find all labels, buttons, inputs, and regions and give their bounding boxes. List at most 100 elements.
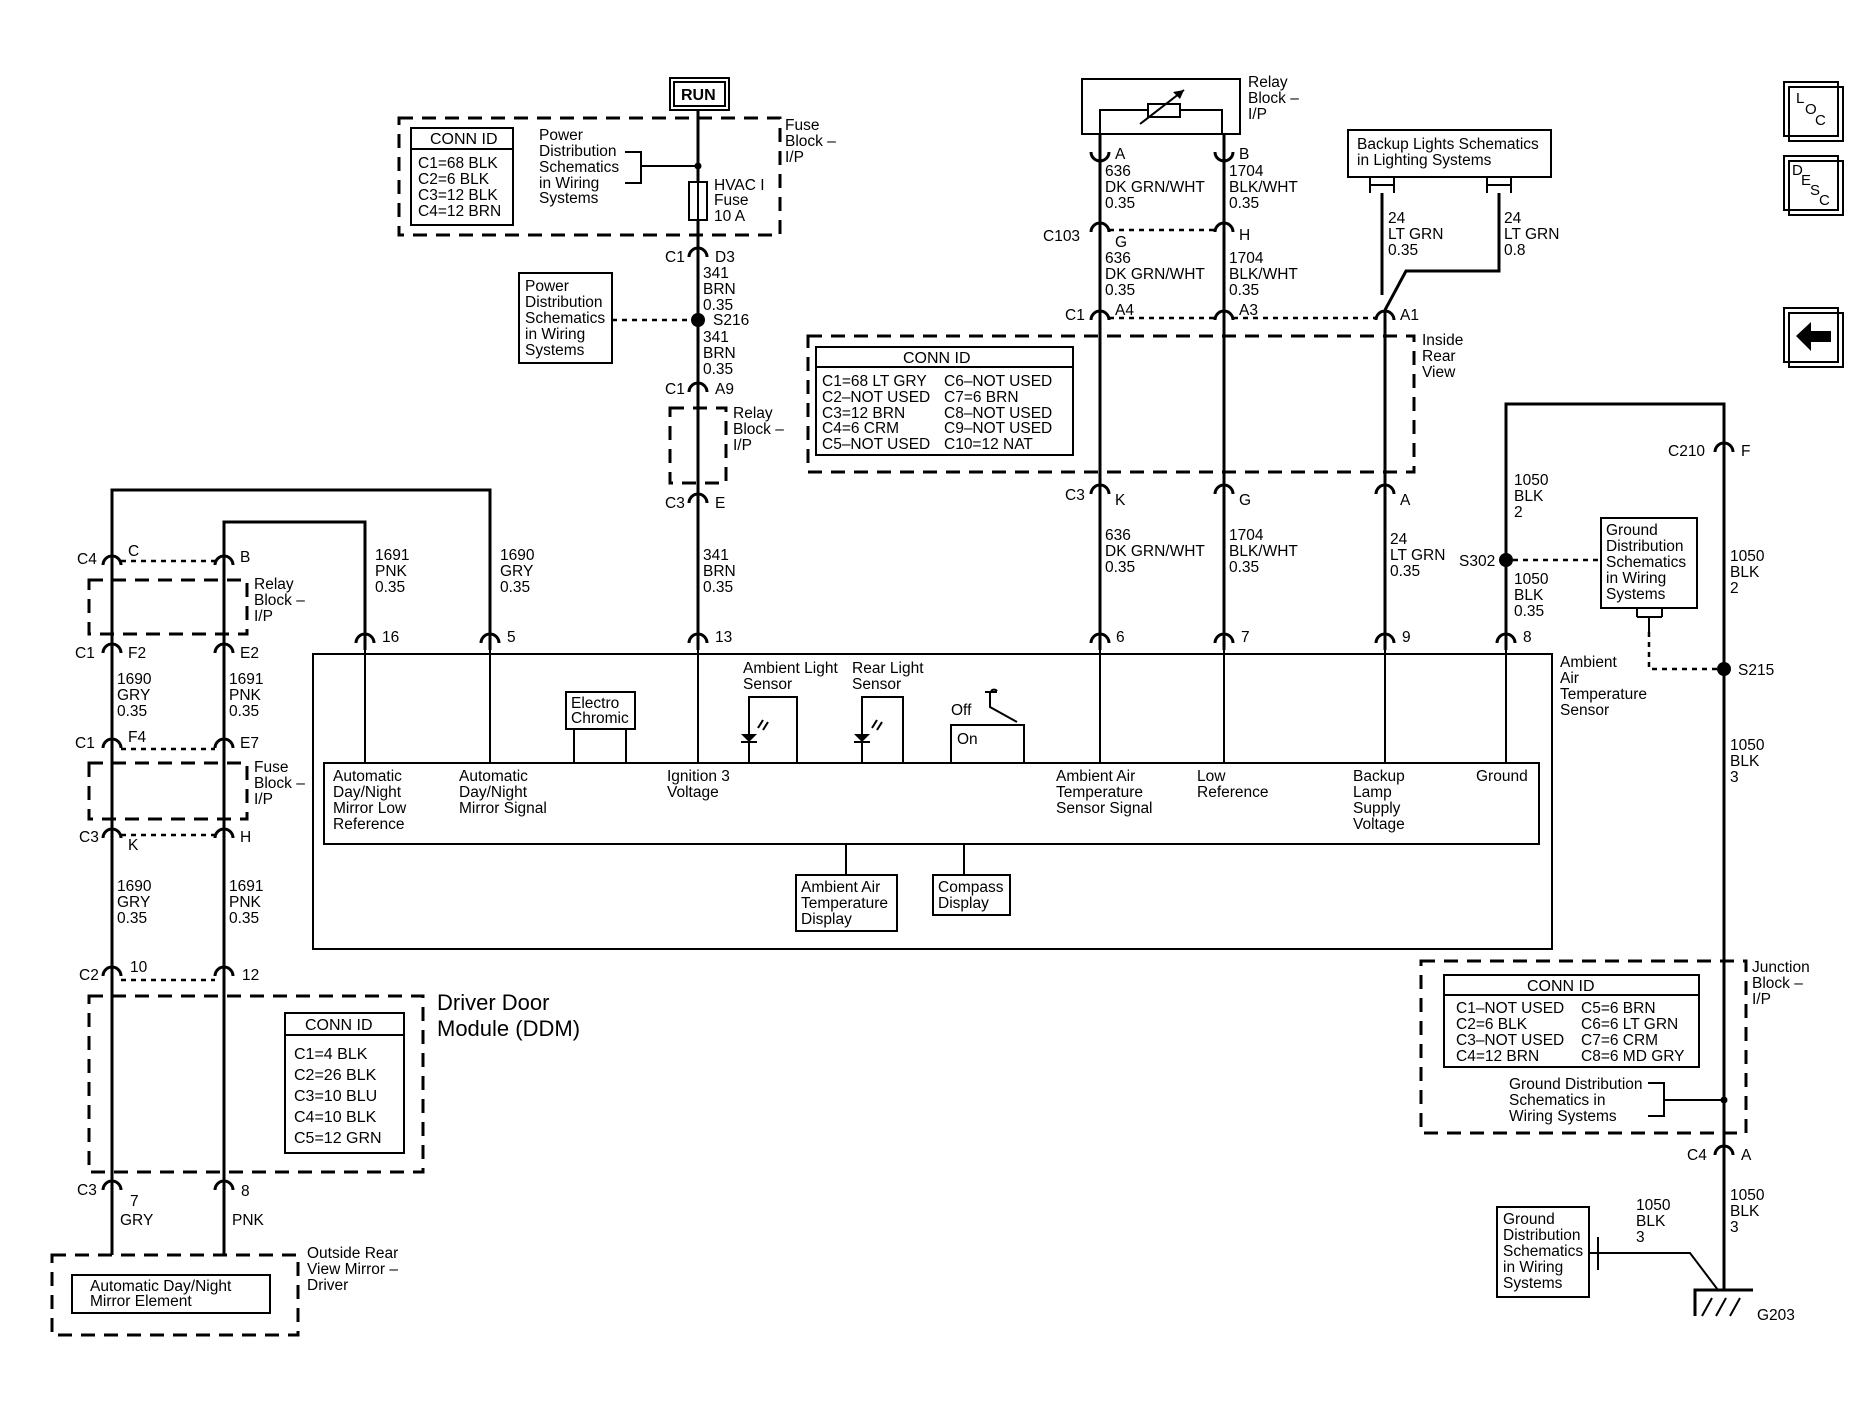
svg-text:C6–NOT USED: C6–NOT USED — [944, 373, 1052, 390]
ambient-air-temperature-display: Ambient Air Temperature Display — [795, 844, 898, 932]
svg-text:Schematics: Schematics — [525, 310, 605, 327]
wire-1691-pnk-a: 1691 PNK 0.35 — [375, 547, 409, 596]
wire-341-brn-c: 341 BRN 0.35 — [703, 547, 736, 596]
svg-text:D3: D3 — [715, 249, 735, 266]
wire-1050-blk-d: 1050 BLK 3 — [1730, 737, 1765, 786]
svg-text:F4: F4 — [128, 729, 146, 746]
svg-text:H: H — [240, 829, 251, 846]
svg-text:0.35: 0.35 — [117, 910, 147, 927]
ambient-light-sensor: Ambient Light Sensor — [741, 660, 838, 763]
svg-text:C1=68 BLK: C1=68 BLK — [418, 155, 498, 172]
svg-text:C3: C3 — [79, 829, 99, 846]
svg-text:5: 5 — [507, 629, 516, 646]
svg-text:Electro: Electro — [571, 695, 619, 712]
svg-text:C: C — [128, 543, 139, 560]
desc-letter-s: S — [1810, 182, 1820, 199]
svg-text:Ambient Air: Ambient Air — [801, 879, 880, 896]
svg-text:C1=4 BLK: C1=4 BLK — [294, 1046, 368, 1063]
svg-text:Temperature: Temperature — [1056, 784, 1143, 801]
svg-text:E: E — [715, 495, 725, 512]
svg-text:Supply: Supply — [1353, 800, 1401, 817]
wire-636-b: 636 DK GRN/WHT 0.35 — [1105, 250, 1205, 299]
svg-text:I/P: I/P — [733, 437, 752, 454]
run-label: RUN — [681, 87, 716, 104]
svg-text:341: 341 — [703, 547, 729, 564]
wire-24-lt-grn-b: 24 LT GRN 0.8 — [1504, 210, 1559, 259]
svg-text:0.35: 0.35 — [1105, 195, 1135, 212]
relay-block-right-outline — [806, 334, 1416, 474]
connector-c1-f4-e7: C1 F4 E7 — [75, 729, 259, 752]
wire-1690-gry-c: 1690 GRY 0.35 — [117, 878, 152, 927]
svg-text:in Wiring: in Wiring — [1503, 1259, 1563, 1276]
svg-text:1704: 1704 — [1229, 527, 1264, 544]
desc-letter-e: E — [1801, 172, 1811, 189]
svg-text:7: 7 — [1241, 629, 1250, 646]
desc-button[interactable]: D E S C — [1783, 155, 1844, 216]
wire-gry-label: GRY — [120, 1212, 153, 1229]
svg-text:CONN ID: CONN ID — [430, 131, 498, 148]
svg-text:Ambient Light: Ambient Light — [743, 660, 838, 677]
svg-text:Day/Night: Day/Night — [459, 784, 528, 801]
connector-c1-right: C1 A4 A3 A1 — [1065, 302, 1419, 324]
svg-text:12: 12 — [242, 967, 259, 984]
svg-text:LT GRN: LT GRN — [1390, 547, 1445, 564]
outside-mirror-outline — [50, 1253, 300, 1337]
svg-text:DK GRN/WHT: DK GRN/WHT — [1105, 543, 1205, 560]
svg-text:BLK: BLK — [1514, 488, 1544, 505]
svg-text:C9–NOT USED: C9–NOT USED — [944, 420, 1052, 437]
svg-text:0.35: 0.35 — [1229, 195, 1259, 212]
svg-text:Reference: Reference — [333, 816, 405, 833]
connector-sensor-ab: A B — [1089, 146, 1249, 163]
back-arrow-icon — [1796, 322, 1831, 351]
compass-display: Compass Display — [932, 844, 1011, 916]
wire-24-lt-grn-a: 24 LT GRN 0.35 — [1388, 210, 1443, 259]
svg-text:A1: A1 — [1400, 307, 1419, 324]
isrvm-outline — [312, 653, 1553, 950]
connector-c3-ddm: C3 7 8 — [77, 1179, 250, 1210]
pin-6: 6 Ambient Air Temperature Sensor Signal — [1056, 629, 1153, 817]
svg-text:C2: C2 — [79, 967, 99, 984]
svg-text:Ignition 3: Ignition 3 — [667, 768, 730, 785]
svg-text:I/P: I/P — [254, 608, 273, 625]
svg-text:C3=12 BLK: C3=12 BLK — [418, 187, 498, 204]
svg-text:HVAC I: HVAC I — [714, 177, 765, 194]
svg-text:Air: Air — [1560, 670, 1579, 687]
svg-text:0.35: 0.35 — [1388, 242, 1418, 259]
svg-text:Fuse: Fuse — [785, 117, 819, 134]
power-distribution-bracket-top — [625, 151, 697, 184]
conn-id-table-fuse-block: CONN ID C1=68 BLK C2=6 BLK C3=12 BLK C4=… — [410, 127, 514, 226]
isrvm-inner — [323, 762, 1540, 845]
svg-text:0.35: 0.35 — [375, 579, 405, 596]
loc-button[interactable]: L O C — [1783, 81, 1844, 142]
svg-text:1050: 1050 — [1636, 1197, 1671, 1214]
svg-text:C3=12 BRN: C3=12 BRN — [822, 405, 905, 422]
connector-c3-k-h: C3 K H — [79, 827, 251, 854]
svg-text:A: A — [1400, 492, 1411, 509]
svg-text:341: 341 — [703, 265, 729, 282]
fuse-block-top-outline — [397, 116, 782, 237]
svg-text:0.35: 0.35 — [117, 703, 147, 720]
svg-text:PNK: PNK — [375, 563, 408, 580]
svg-text:Sensor: Sensor — [743, 676, 792, 693]
svg-text:B: B — [1239, 146, 1249, 163]
svg-text:BLK/WHT: BLK/WHT — [1229, 179, 1298, 196]
svg-text:Schematics: Schematics — [1606, 554, 1686, 571]
wire-1690-gry-top — [110, 488, 492, 650]
power-distribution-ref-left: Power Distribution Schematics in Wiring … — [518, 272, 613, 364]
svg-text:BLK: BLK — [1514, 587, 1544, 604]
svg-text:K: K — [128, 837, 139, 854]
fuse-splice — [694, 162, 702, 170]
svg-text:Systems: Systems — [525, 342, 585, 359]
svg-text:1050: 1050 — [1730, 737, 1765, 754]
svg-text:1691: 1691 — [375, 547, 409, 564]
svg-text:A9: A9 — [715, 381, 734, 398]
ground-g203-icon: G203 — [1693, 1288, 1795, 1324]
svg-text:BLK/WHT: BLK/WHT — [1229, 266, 1298, 283]
svg-text:C1: C1 — [665, 249, 685, 266]
back-arrow-button[interactable] — [1783, 307, 1844, 368]
svg-text:PNK: PNK — [229, 687, 262, 704]
svg-text:Schematics: Schematics — [539, 159, 619, 176]
loc-letter-c: C — [1815, 112, 1826, 129]
fuse-block-left-outline — [87, 761, 249, 821]
svg-text:1050: 1050 — [1514, 571, 1549, 588]
